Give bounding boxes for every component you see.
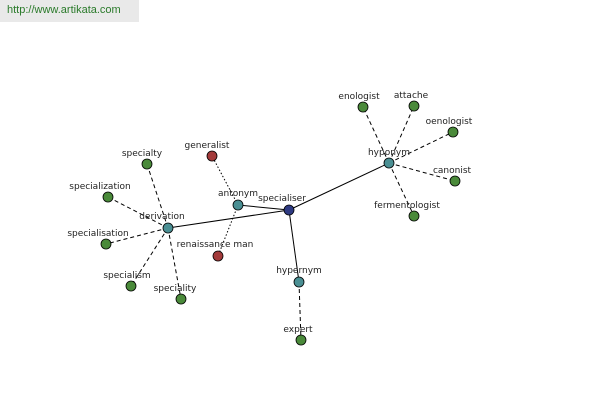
node-label: speciality	[154, 284, 197, 294]
node-dot	[206, 150, 218, 162]
node-label: specialiser	[258, 194, 306, 204]
edge-specialiser-hypernym	[288, 209, 300, 283]
node-fermentologist[interactable]: fermentologist	[374, 201, 440, 222]
node-dot	[408, 210, 420, 222]
node-label: canonist	[433, 166, 472, 176]
node-label: attache	[394, 91, 429, 101]
node-label: hypernym	[276, 266, 322, 276]
graph-nodes: specialiser antonym derivation hyponym h…	[67, 91, 473, 346]
node-dot	[449, 175, 461, 187]
edge-derivation-speciality	[167, 227, 182, 300]
edge-specialiser-derivation	[167, 209, 290, 229]
node-dot	[447, 126, 459, 138]
node-derivation[interactable]: derivation	[139, 212, 185, 234]
node-dot	[283, 204, 295, 216]
edge-hyponym-canonist	[388, 162, 456, 182]
node-label: fermentologist	[374, 201, 440, 211]
node-hypernym[interactable]: hypernym	[276, 266, 322, 288]
node-label: specialty	[122, 149, 163, 159]
edge-derivation-specialisation	[105, 227, 169, 245]
graph-edges	[105, 105, 456, 341]
edge-antonym-renaissance-man	[217, 204, 239, 257]
edge-specialiser-hyponym	[288, 162, 390, 211]
source-credit-banner: http://www.artikata.com	[0, 0, 139, 22]
edge-derivation-specialization	[107, 196, 169, 229]
node-dot	[175, 293, 187, 305]
node-dot	[162, 222, 174, 234]
node-speciality[interactable]: speciality	[154, 284, 197, 305]
node-specialism[interactable]: specialism	[103, 271, 151, 292]
edge-specialiser-antonym	[237, 204, 290, 211]
node-label: derivation	[139, 212, 185, 222]
node-dot	[357, 101, 369, 113]
edge-hyponym-attache	[388, 105, 415, 164]
node-attache[interactable]: attache	[394, 91, 429, 112]
node-label: specialism	[103, 271, 150, 281]
node-dot	[295, 334, 307, 346]
edge-hyponym-enologist	[362, 106, 390, 164]
node-dot	[232, 199, 244, 211]
source-url-link[interactable]: http://www.artikata.com	[7, 4, 121, 16]
node-label: renaissance man	[177, 240, 254, 250]
edge-hyponym-oenologist	[388, 131, 454, 164]
node-oenologist[interactable]: oenologist	[426, 117, 473, 138]
node-label: specialization	[69, 182, 130, 192]
node-label: expert	[283, 325, 313, 335]
edge-derivation-specialism	[130, 227, 169, 287]
node-dot	[102, 191, 114, 203]
node-canonist[interactable]: canonist	[433, 166, 472, 187]
node-specialisation[interactable]: specialisation	[67, 229, 129, 250]
node-label: enologist	[338, 92, 380, 102]
node-specialization[interactable]: specialization	[69, 182, 131, 203]
node-dot	[408, 100, 420, 112]
node-dot	[125, 280, 137, 292]
node-dot	[212, 250, 224, 262]
edge-hyponym-fermentologist	[388, 162, 415, 217]
node-specialiser[interactable]: specialiser	[258, 194, 306, 216]
edge-hypernym-expert	[298, 281, 302, 341]
node-generalist[interactable]: generalist	[185, 141, 230, 162]
node-dot	[141, 158, 153, 170]
node-dot	[100, 238, 112, 250]
node-label: specialisation	[67, 229, 128, 239]
node-antonym[interactable]: antonym	[218, 189, 258, 211]
node-label: antonym	[218, 189, 258, 199]
node-expert[interactable]: expert	[283, 325, 313, 346]
edge-antonym-generalist	[211, 155, 239, 206]
node-hyponym[interactable]: hyponym	[368, 148, 410, 169]
node-enologist[interactable]: enologist	[338, 92, 380, 113]
edge-derivation-specialty	[146, 163, 169, 229]
node-dot	[293, 276, 305, 288]
node-label: hyponym	[368, 148, 410, 158]
node-specialty[interactable]: specialty	[122, 149, 163, 170]
node-label: oenologist	[426, 117, 473, 127]
node-renaissance-man[interactable]: renaissance man	[177, 240, 254, 262]
node-label: generalist	[185, 141, 230, 151]
node-dot	[383, 157, 395, 169]
